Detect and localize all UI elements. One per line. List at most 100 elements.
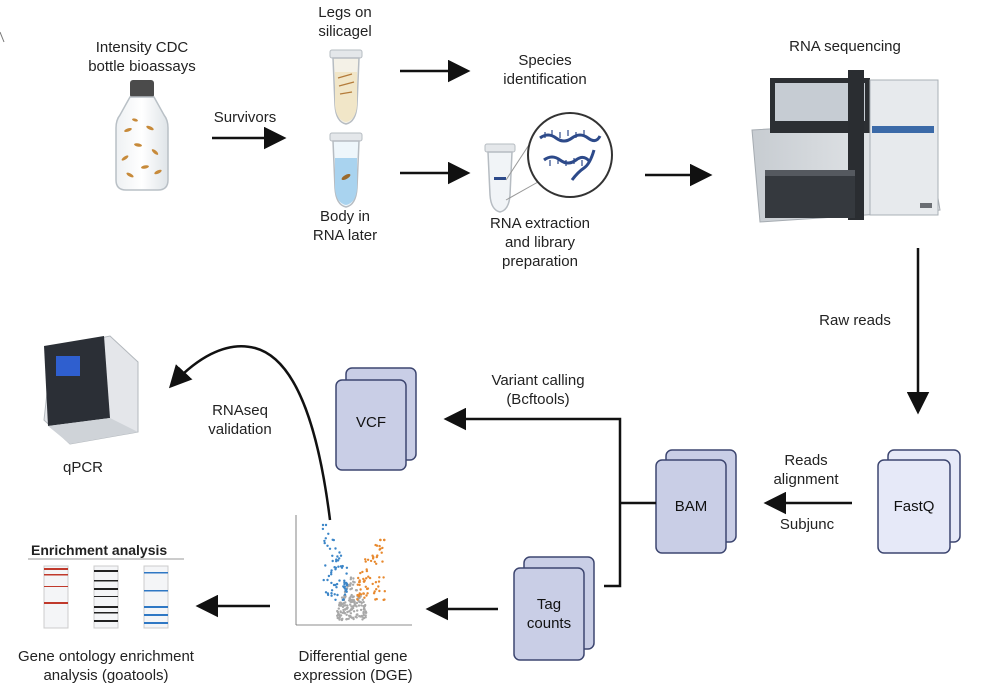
volcano-point bbox=[362, 605, 365, 608]
volcano-point bbox=[338, 616, 341, 619]
legs-line1: Legs on bbox=[318, 4, 372, 21]
volcano-point bbox=[365, 577, 368, 580]
split-bracket bbox=[604, 417, 622, 588]
volcano-point bbox=[327, 574, 331, 578]
volcano-point bbox=[330, 571, 333, 574]
variant-line1: Variant calling bbox=[491, 372, 585, 389]
volcano-point bbox=[343, 579, 346, 582]
volcano-point bbox=[330, 592, 333, 595]
variant-calling-label: Variant calling (Bcftools) bbox=[468, 371, 608, 409]
raw-reads-label: Raw reads bbox=[819, 312, 891, 329]
volcano-point bbox=[355, 601, 359, 605]
volcano-point bbox=[378, 576, 381, 579]
volcano-point bbox=[345, 566, 349, 569]
volcano-point bbox=[350, 587, 354, 590]
legs-tube-icon bbox=[329, 49, 363, 125]
legs-line2: silicagel bbox=[318, 23, 372, 40]
volcano-point bbox=[326, 578, 329, 582]
volcano-point bbox=[353, 600, 356, 603]
cdc-bioassay-label: Intensity CDC bottle bioassays bbox=[78, 38, 206, 76]
volcano-point bbox=[362, 580, 366, 583]
go-line1: Gene ontology enrichment bbox=[18, 648, 194, 665]
volcano-point bbox=[356, 613, 359, 616]
volcano-point bbox=[334, 566, 338, 569]
volcano-point bbox=[369, 559, 373, 563]
volcano-point bbox=[349, 595, 352, 598]
volcano-point bbox=[359, 571, 362, 575]
volcano-point bbox=[335, 558, 338, 561]
rnaseq-validation-label: RNAseq validation bbox=[195, 401, 285, 439]
volcano-point bbox=[345, 584, 349, 587]
body-line1: Body in bbox=[319, 208, 371, 225]
subjunc-label: Subjunc bbox=[779, 516, 835, 533]
volcano-point bbox=[377, 585, 380, 588]
volcano-point bbox=[383, 590, 386, 593]
volcano-point bbox=[354, 615, 357, 618]
volcano-point bbox=[350, 605, 353, 608]
volcano-point bbox=[349, 582, 352, 586]
reads-alignment-label: Reads alignment bbox=[760, 451, 852, 489]
body-tube-icon bbox=[329, 132, 363, 208]
volcano-point bbox=[333, 593, 336, 596]
volcano-point bbox=[330, 594, 333, 597]
alignment-line2: alignment bbox=[773, 471, 839, 488]
volcano-plot-icon bbox=[295, 515, 412, 626]
volcano-point bbox=[344, 601, 347, 604]
volcano-point bbox=[343, 604, 346, 607]
volcano-point bbox=[357, 595, 361, 598]
volcano-point bbox=[339, 554, 343, 557]
volcano-point bbox=[356, 598, 359, 601]
volcano-point bbox=[347, 617, 350, 620]
volcano-point bbox=[339, 611, 342, 614]
qpcr-label: qPCR bbox=[62, 459, 103, 476]
volcano-point bbox=[371, 557, 375, 560]
volcano-point bbox=[338, 557, 341, 560]
tag-counts-label: Tag counts bbox=[514, 595, 584, 633]
volcano-point bbox=[342, 598, 345, 601]
volcano-point bbox=[377, 580, 381, 583]
volcano-point bbox=[352, 616, 355, 619]
volcano-point bbox=[337, 607, 340, 610]
volcano-point bbox=[379, 538, 382, 542]
bam-label: BAM bbox=[674, 498, 708, 515]
bam-box bbox=[655, 449, 737, 554]
volcano-point bbox=[352, 577, 355, 580]
volcano-point bbox=[345, 572, 348, 575]
enrichment-panel-icon bbox=[28, 558, 184, 629]
volcano-point bbox=[381, 560, 384, 563]
volcano-point bbox=[334, 598, 337, 601]
cdc-bioassay-line2: bottle bioassays bbox=[88, 58, 196, 75]
volcano-point bbox=[352, 610, 356, 613]
volcano-point bbox=[364, 558, 367, 561]
volcano-point bbox=[339, 601, 342, 604]
volcano-point bbox=[368, 576, 372, 580]
volcano-point bbox=[347, 599, 351, 602]
rna-sequencing-label: RNA sequencing bbox=[789, 38, 901, 55]
volcano-point bbox=[366, 558, 370, 561]
volcano-point bbox=[367, 575, 370, 578]
volcano-point bbox=[345, 613, 348, 616]
volcano-point bbox=[371, 554, 374, 557]
volcano-point bbox=[364, 560, 367, 563]
volcano-point bbox=[343, 585, 346, 589]
volcano-point bbox=[346, 610, 349, 614]
rna-extraction-line3: preparation bbox=[502, 253, 578, 270]
volcano-point bbox=[358, 583, 361, 587]
volcano-point bbox=[327, 532, 330, 535]
vcf-label: VCF bbox=[356, 414, 386, 431]
volcano-point bbox=[334, 547, 337, 550]
volcano-point bbox=[362, 600, 365, 604]
volcano-point bbox=[336, 555, 339, 558]
volcano-point bbox=[382, 576, 385, 579]
volcano-point bbox=[354, 604, 357, 607]
volcano-point bbox=[357, 604, 361, 607]
volcano-point bbox=[326, 544, 329, 547]
volcano-point bbox=[374, 581, 378, 584]
validation-arrow bbox=[168, 345, 332, 521]
volcano-point bbox=[381, 546, 384, 550]
volcano-point bbox=[349, 612, 353, 615]
volcano-point bbox=[357, 576, 360, 580]
volcano-point bbox=[371, 582, 374, 586]
